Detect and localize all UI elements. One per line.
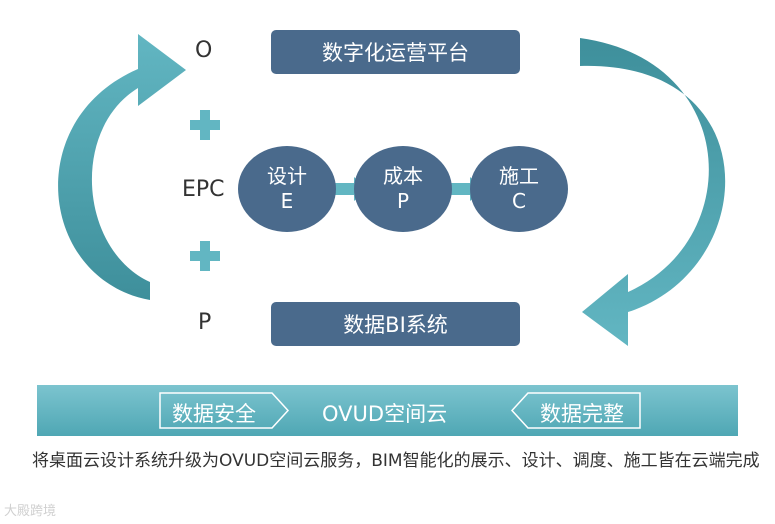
band-center-label: OVUD空间云 bbox=[322, 402, 448, 426]
circle-construction: 施工 C bbox=[470, 146, 568, 232]
label-o: O bbox=[195, 38, 213, 63]
circle-cost: 成本 P bbox=[354, 146, 452, 232]
circle-label: 施工 bbox=[499, 164, 539, 188]
top-box-label: 数字化运营平台 bbox=[322, 41, 469, 65]
cloud-band bbox=[37, 385, 738, 436]
circle-label: 成本 bbox=[383, 164, 423, 188]
label-p: P bbox=[198, 310, 212, 335]
chevron-right-shape bbox=[159, 392, 290, 429]
chevron-left-shape bbox=[510, 392, 641, 429]
right-cycle-arrow-icon bbox=[580, 38, 726, 346]
plus-icon bbox=[190, 110, 220, 140]
circle-letter: P bbox=[396, 189, 410, 213]
circle-design: 设计 E bbox=[238, 146, 336, 232]
circle-label: 设计 bbox=[267, 164, 307, 188]
watermark: 大殿跨境 bbox=[4, 504, 57, 519]
circle-letter: C bbox=[512, 189, 526, 213]
band-left-label: 数据安全 bbox=[172, 402, 256, 426]
description-text: 将桌面云设计系统升级为OVUD空间云服务，BIM智能化的展示、设计、调度、施工皆… bbox=[32, 451, 760, 471]
top-box-digital-operations: 数字化运营平台 bbox=[271, 30, 520, 74]
left-cycle-arrow-icon bbox=[58, 34, 186, 300]
plus-icon bbox=[190, 241, 220, 271]
label-epc: EPC bbox=[182, 177, 225, 202]
band-right-label: 数据完整 bbox=[540, 402, 624, 426]
circle-letter: E bbox=[280, 189, 294, 213]
bottom-box-bi-system: 数据BI系统 bbox=[271, 302, 520, 346]
bottom-box-label: 数据BI系统 bbox=[343, 313, 448, 337]
